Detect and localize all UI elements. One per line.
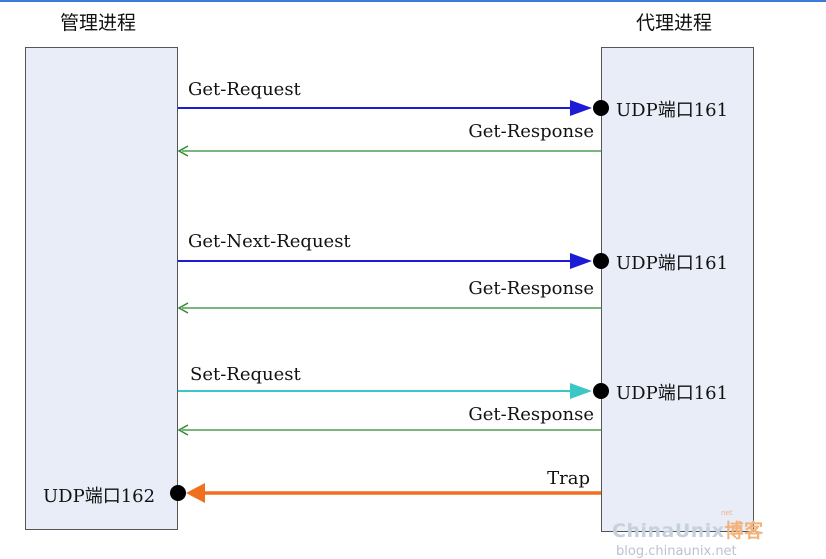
trap-arrow: [186, 483, 601, 503]
get-response-arrow-2: [177, 302, 601, 314]
watermark-brand: ChinaUnix博客: [612, 516, 764, 543]
get-request-label: Get-Request: [188, 79, 301, 100]
agent-port-label-3: UDP端口161: [616, 383, 729, 404]
get-response-arrow-1: [177, 145, 601, 157]
get-response-label-2: Get-Response: [468, 278, 594, 299]
watermark-brand-suffix: 博客: [724, 520, 764, 542]
manager-process-box: [25, 47, 178, 530]
get-request-arrow: [178, 100, 592, 116]
trap-label: Trap: [547, 468, 590, 489]
agent-process-box: [601, 47, 754, 532]
manager-process-title: 管理进程: [60, 12, 137, 34]
agent-process-title: 代理进程: [636, 12, 713, 34]
get-response-label-1: Get-Response: [468, 121, 594, 142]
agent-port-label-1: UDP端口161: [616, 100, 729, 121]
set-request-arrow: [178, 383, 592, 399]
get-next-request-label: Get-Next-Request: [188, 231, 351, 252]
get-response-label-3: Get-Response: [468, 404, 594, 425]
get-response-arrow-3: [177, 424, 601, 436]
watermark-url: blog.chinaunix.net: [616, 544, 737, 559]
agent-port-label-2: UDP端口161: [616, 253, 729, 274]
agent-port-dot-3: [593, 383, 609, 399]
agent-port-dot-2: [593, 253, 609, 269]
manager-port-dot: [170, 485, 186, 501]
top-border-line: [0, 0, 826, 2]
set-request-label: Set-Request: [190, 364, 301, 385]
get-next-request-arrow: [178, 253, 592, 269]
watermark-sup: net: [721, 509, 733, 517]
watermark-brand-main: ChinaUnix: [612, 520, 725, 542]
agent-port-dot-1: [593, 100, 609, 116]
manager-port-label: UDP端口162: [43, 486, 156, 507]
